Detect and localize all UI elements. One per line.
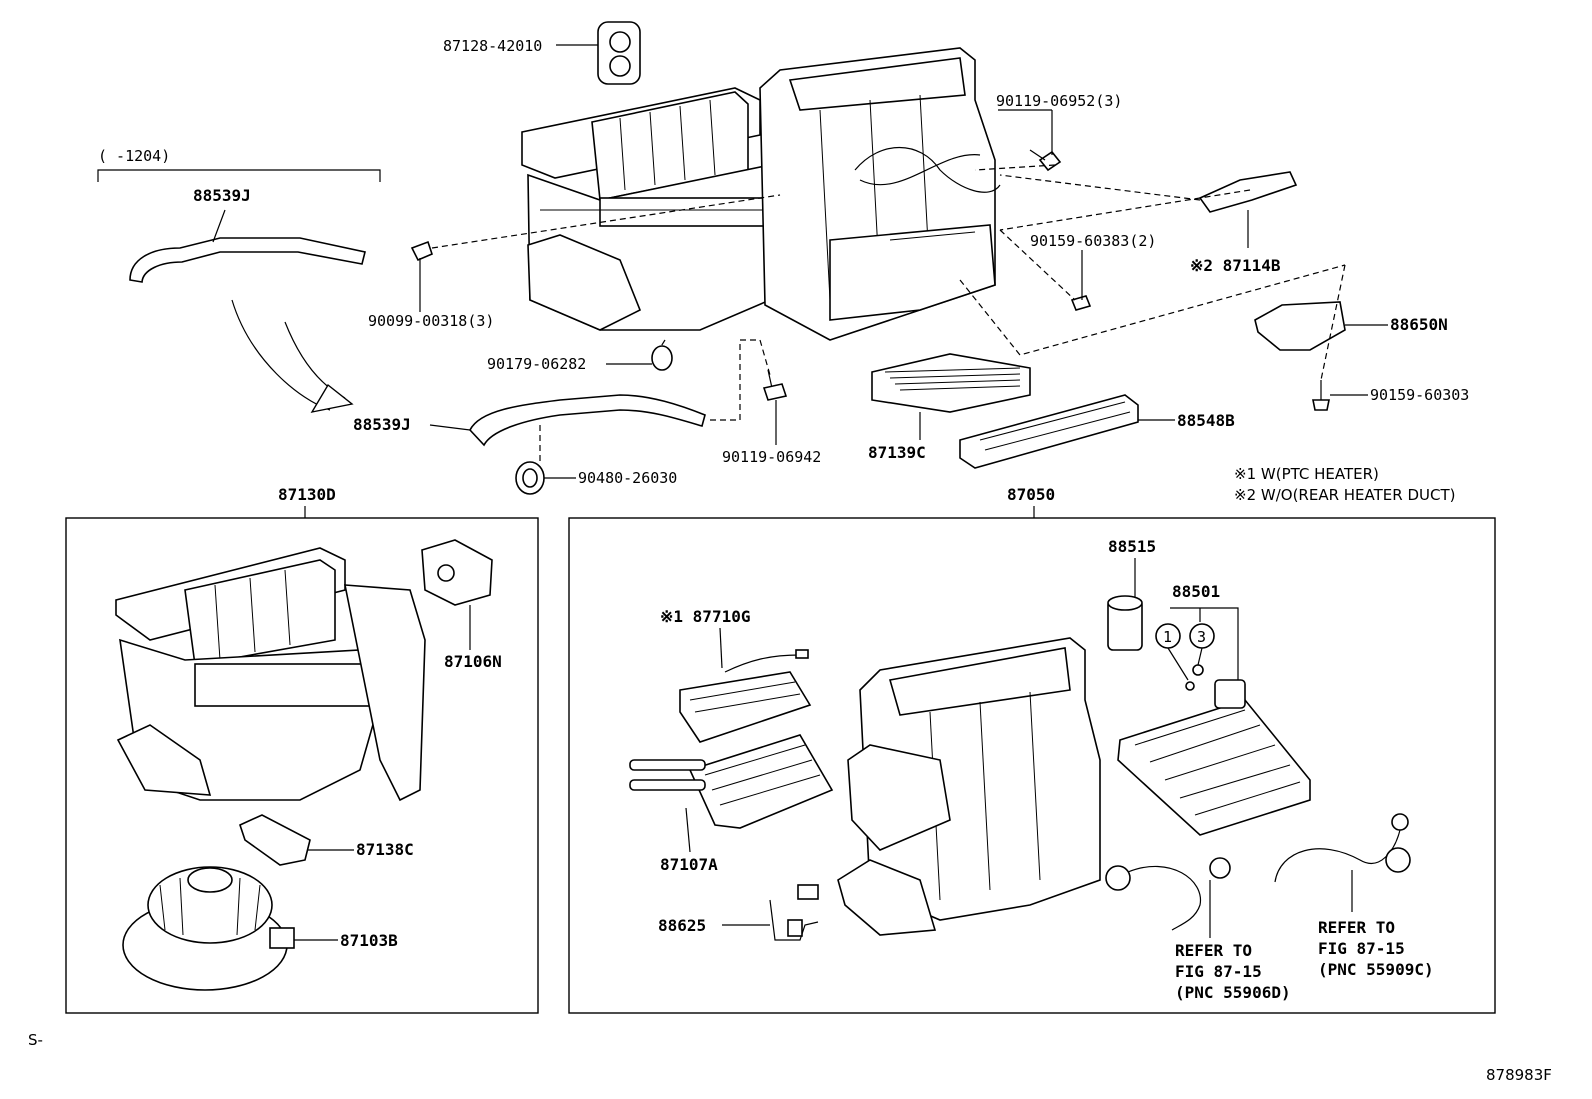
heater-case-87050 — [837, 637, 1101, 936]
hvac-unit-assembly — [521, 47, 1001, 341]
sensor-cable-55909C — [1274, 813, 1411, 883]
label-87710G: ※1 87710G — [660, 607, 750, 626]
label-88548B: 88548B — [1177, 411, 1235, 430]
note-rear-heater-duct: ※2 W/O(REAR HEATER DUCT) — [1234, 486, 1455, 504]
ref1-line2: FIG 87-15 — [1175, 962, 1262, 981]
label-87130D: 87130D — [278, 485, 336, 504]
label-90179-06282: 90179-06282 — [487, 355, 586, 373]
evaporator-88501 — [1117, 679, 1311, 836]
bolt-90159-60383 — [1070, 295, 1092, 311]
label-90099-00318: 90099-00318(3) — [368, 312, 494, 330]
expansion-valve-88515 — [1107, 595, 1143, 651]
label-90119-06942: 90119-06942 — [722, 448, 821, 466]
clip-90179-06282 — [651, 345, 673, 371]
circle-label-1: 1 — [1163, 628, 1172, 646]
figure-id: 878983F — [1486, 1066, 1552, 1084]
range-bracket — [97, 169, 381, 182]
grommet-part — [597, 21, 641, 85]
label-88539J-mid: 88539J — [353, 415, 411, 434]
label-87107A: 87107A — [660, 855, 718, 874]
grommet-90480-26030 — [515, 461, 545, 495]
note-ptc-heater: ※1 W(PTC HEATER) — [1234, 465, 1379, 483]
label-90159-60303: 90159-60303 — [1370, 386, 1469, 404]
label-87114B: ※2 87114B — [1190, 256, 1281, 275]
label-87128-42010: 87128-42010 — [443, 37, 542, 55]
ref2-line1: REFER TO — [1318, 918, 1395, 937]
label-88539J-top: 88539J — [193, 186, 251, 205]
label-87106N: 87106N — [444, 652, 502, 671]
blower-case-87130D — [115, 547, 426, 802]
screw-90159-60303 — [1312, 380, 1330, 411]
label-88515: 88515 — [1108, 537, 1156, 556]
screw-90099-00318 — [410, 240, 433, 262]
label-87103B: 87103B — [340, 931, 398, 950]
o-ring-small — [1192, 664, 1204, 676]
frame-87130D — [65, 517, 539, 1014]
label-87139C: 87139C — [868, 443, 926, 462]
sensor-cable-55906D — [1105, 857, 1231, 931]
label-90480-26030: 90480-26030 — [578, 469, 677, 487]
heater-core-87107A — [629, 734, 834, 829]
blower-motor-87103B — [122, 866, 295, 991]
ptc-heater-87710G — [679, 671, 812, 743]
servo-88650N — [1254, 301, 1346, 351]
ref2-line3: (PNC 55909C) — [1318, 960, 1434, 979]
label-90119-06952: 90119-06952(3) — [996, 92, 1122, 110]
bolt-90119-06952 — [1029, 149, 1062, 172]
hose-88539J-mid — [469, 394, 706, 447]
filter-88548B — [959, 394, 1139, 469]
ref2-line2: FIG 87-15 — [1318, 939, 1405, 958]
label-87138C: 87138C — [356, 840, 414, 859]
ref1-line3: (PNC 55906D) — [1175, 983, 1291, 1002]
filter-cover-87114B — [1198, 171, 1298, 213]
resistor-87138C — [239, 814, 311, 866]
circle-label-3: 3 — [1197, 628, 1206, 646]
label-88625: 88625 — [658, 916, 706, 935]
sensor-88625 — [769, 884, 819, 941]
ref1-line1: REFER TO — [1175, 941, 1252, 960]
frame-87050 — [568, 517, 1496, 1014]
servo-87106N — [421, 539, 493, 606]
corner-left-mark: S- — [28, 1031, 43, 1049]
label-1204-range: ( -1204) — [98, 147, 170, 165]
hose-88539J-top — [129, 237, 366, 283]
filter-87139C — [871, 353, 1031, 413]
label-90159-60383: 90159-60383(2) — [1030, 232, 1156, 250]
o-ring-small-2 — [1185, 681, 1195, 691]
label-88501: 88501 — [1172, 582, 1220, 601]
bolt-90119-06942 — [762, 369, 788, 401]
label-87050: 87050 — [1007, 485, 1055, 504]
label-88650N: 88650N — [1390, 315, 1448, 334]
